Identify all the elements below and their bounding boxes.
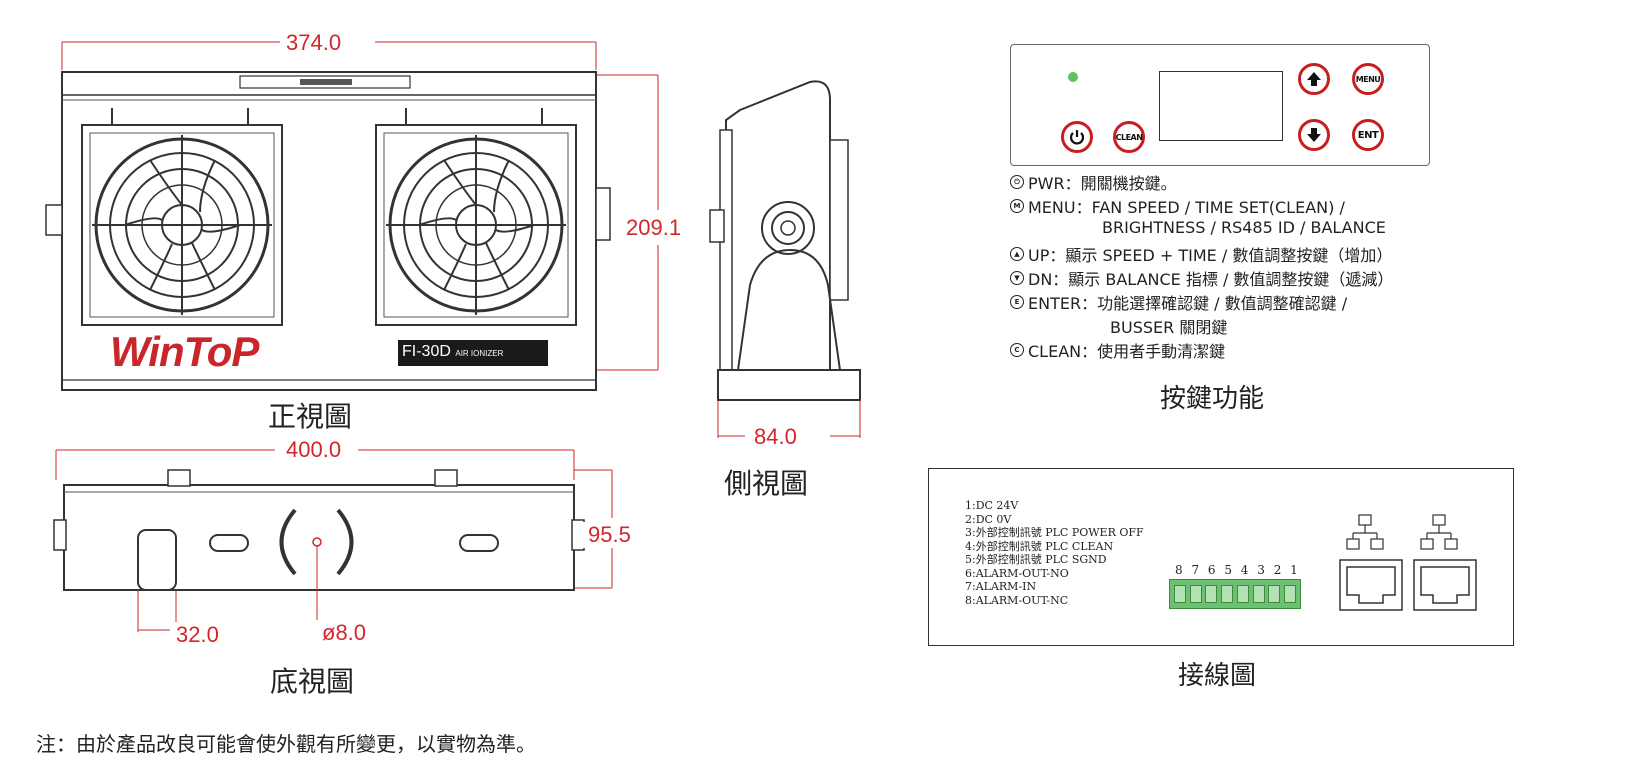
- terminal-pin: [1221, 585, 1234, 603]
- menu-button[interactable]: MENU: [1352, 63, 1384, 95]
- network-icon: [1346, 514, 1384, 550]
- menu-button-label: MENU: [1355, 74, 1381, 84]
- model-plate: FI-30D AIR IONIZER: [402, 343, 503, 361]
- key-function-pwr: ⏻ PWR：開關機按鍵。: [1010, 170, 1177, 194]
- terminal-pin: [1268, 585, 1281, 603]
- wiring-diagram: 1:DC 24V 2:DC 0V 3:外部控制訊號 PLC POWER OFF …: [928, 468, 1514, 646]
- side-view-caption: 側視圖: [724, 467, 809, 500]
- key-function-text: UP：顯示 SPEED + TIME / 數值調整按鍵（增加）: [1028, 246, 1393, 265]
- power-button[interactable]: [1061, 121, 1093, 153]
- wiring-line: 3:外部控制訊號 PLC POWER OFF: [965, 526, 1144, 539]
- terminal-pin: [1189, 585, 1202, 603]
- terminal-pin-numbers: 8 7 6 5 4 3 2 1: [1175, 563, 1301, 577]
- key-function-enter-cont: BUSSER 關閉鍵: [1110, 318, 1228, 337]
- side-depth-dimension: 84.0: [748, 424, 803, 450]
- wiring-line: 4:外部控制訊號 PLC CLEAN: [965, 539, 1114, 553]
- front-view-caption: 正視圖: [268, 400, 353, 433]
- bottom-view-caption: 底視圖: [270, 665, 355, 698]
- key-function-text: ENTER：功能選擇確認鍵 / 數值調整確認鍵 /: [1028, 294, 1348, 313]
- terminal-pin: [1252, 585, 1265, 603]
- key-function-dn: ▼ DN：顯示 BALANCE 指標 / 數值調整按鍵（遞減）: [1010, 266, 1393, 290]
- side-view-drawing: [709, 80, 861, 438]
- terminal-block: [1169, 579, 1301, 609]
- network-icon: [1420, 514, 1458, 550]
- key-function-text: DN：顯示 BALANCE 指標 / 數值調整按鍵（遞減）: [1028, 270, 1394, 289]
- bottom-width-dimension: 400.0: [280, 437, 348, 463]
- power-led: [1068, 72, 1078, 82]
- key-function-text: CLEAN：使用者手動清潔鍵: [1028, 342, 1226, 361]
- wiring-line: 2:DC 0V: [965, 512, 1012, 526]
- key-function-text: MENU：FAN SPEED / TIME SET(CLEAN) /: [1028, 198, 1345, 217]
- front-width-dimension: 374.0: [280, 30, 348, 56]
- wiring-line: 1:DC 24V: [965, 499, 1019, 512]
- brand-logo: WinToP: [110, 328, 259, 375]
- bottom-height-dimension: 95.5: [582, 522, 637, 548]
- key-function-text: PWR：開關機按鍵。: [1028, 174, 1177, 193]
- down-button[interactable]: [1298, 119, 1330, 151]
- footnote: 注：由於產品改良可能會使外觀有所變更，以實物為準。: [36, 732, 536, 756]
- power-icon: ⏻: [1010, 175, 1024, 189]
- terminal-pin: [1236, 585, 1249, 603]
- front-view-drawing: [45, 41, 659, 391]
- menu-icon: M: [1010, 199, 1024, 213]
- rj45-port: [1339, 559, 1403, 611]
- ent-button[interactable]: ENT: [1352, 119, 1384, 151]
- terminal-pin: [1284, 585, 1297, 603]
- key-function-enter: E ENTER：功能選擇確認鍵 / 數值調整確認鍵 /: [1010, 290, 1347, 314]
- key-function-menu: M MENU：FAN SPEED / TIME SET(CLEAN) /: [1010, 194, 1345, 218]
- wiring-line: 7:ALARM-IN: [965, 580, 1037, 593]
- wiring-line: 8:ALARM-OUT-NC: [965, 593, 1069, 607]
- wiring-legend: 1:DC 24V 2:DC 0V 3:外部控制訊號 PLC POWER OFF …: [965, 499, 1144, 607]
- wiring-caption: 接線圖: [1178, 661, 1257, 691]
- terminal-pin: [1173, 585, 1186, 603]
- key-function-up: ▲ UP：顯示 SPEED + TIME / 數值調整按鍵（增加）: [1010, 242, 1392, 266]
- control-panel: CLEAN MENU ENT: [1010, 44, 1430, 166]
- display-screen: [1159, 71, 1283, 141]
- enter-icon: E: [1010, 295, 1024, 309]
- model-suffix: AIR IONIZER: [455, 349, 504, 358]
- model-name: FI-30D: [402, 343, 451, 360]
- clean-button-label: CLEAN: [1115, 132, 1143, 142]
- down-arrow-icon: ▼: [1010, 271, 1024, 285]
- up-arrow-icon: [1307, 72, 1321, 86]
- ent-button-label: ENT: [1357, 129, 1379, 141]
- key-functions-caption: 按鍵功能: [1160, 384, 1265, 414]
- rj45-port: [1413, 559, 1477, 611]
- clean-icon: C: [1010, 343, 1024, 357]
- hole-diameter-dimension: ø8.0: [316, 620, 373, 646]
- clean-button[interactable]: CLEAN: [1113, 121, 1145, 153]
- front-height-dimension: 209.1: [620, 215, 688, 241]
- power-icon: [1069, 130, 1085, 145]
- up-button[interactable]: [1298, 63, 1330, 95]
- up-arrow-icon: ▲: [1010, 247, 1024, 261]
- wiring-line: 5:外部控制訊號 PLC SGND: [965, 553, 1107, 566]
- key-function-menu-cont: BRIGHTNESS / RS485 ID / BALANCE: [1102, 218, 1386, 237]
- terminal-pin: [1205, 585, 1218, 603]
- wiring-line: 6:ALARM-OUT-NO: [965, 566, 1069, 580]
- down-arrow-icon: [1307, 128, 1321, 142]
- key-function-clean: C CLEAN：使用者手動清潔鍵: [1010, 338, 1225, 362]
- slot-width-dimension: 32.0: [170, 622, 225, 648]
- bottom-view-drawing: [53, 449, 613, 632]
